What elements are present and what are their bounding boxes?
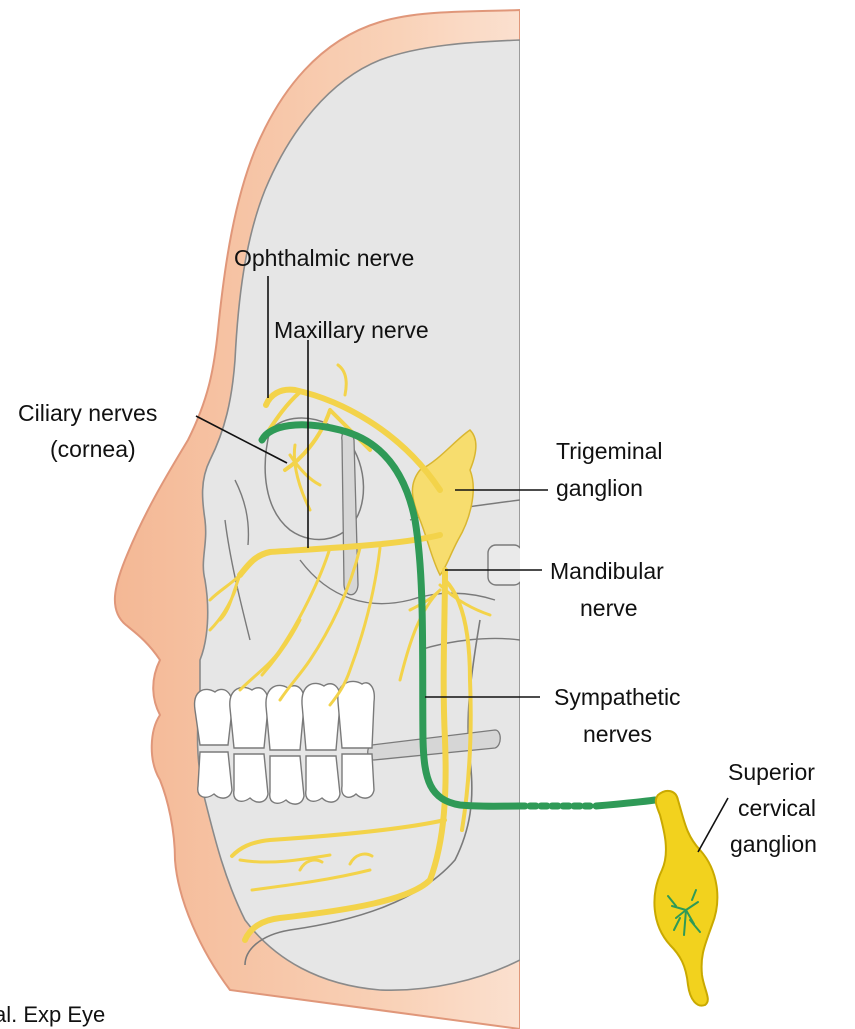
label-sympathetic: Sympathetic [554, 684, 681, 710]
label-cervical: cervical [738, 795, 816, 821]
caption-text: al. Exp Eye [0, 1002, 105, 1027]
label-ciliary-nerves: Ciliary nerves [18, 400, 157, 426]
label-sympathetic-nerves: nerves [583, 721, 652, 747]
label-maxillary-nerve: Maxillary nerve [274, 317, 429, 343]
lower-teeth [198, 752, 374, 804]
label-ophthalmic-nerve: Ophthalmic nerve [234, 245, 414, 271]
label-mandibular: Mandibular [550, 558, 664, 584]
label-ganglion: ganglion [730, 831, 817, 857]
label-ciliary-cornea: (cornea) [50, 436, 136, 462]
label-trigeminal: Trigeminal [556, 438, 663, 464]
label-trigeminal-ganglion: ganglion [556, 475, 643, 501]
superior-cervical-ganglion [654, 791, 717, 1006]
label-mandibular-nerve: nerve [580, 595, 638, 621]
ear-canal [488, 545, 522, 585]
label-superior: Superior [728, 759, 815, 785]
